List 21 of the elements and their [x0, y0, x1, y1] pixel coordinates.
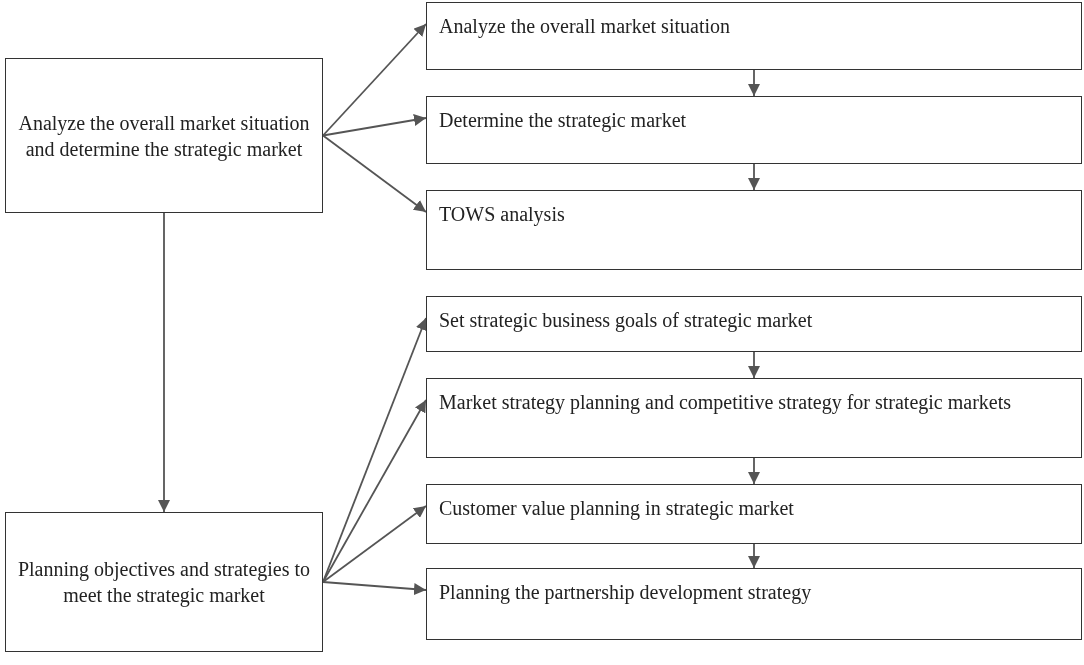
arrow	[748, 351, 760, 379]
step-box: Set strategic business goals of strategic market	[426, 296, 1082, 352]
arrow	[322, 399, 427, 583]
stage-box: Planning objectives and strategies to meet the strategic market	[5, 512, 323, 652]
arrow	[322, 505, 427, 583]
arrow	[158, 212, 170, 513]
arrow	[322, 134, 427, 213]
arrow	[322, 581, 427, 596]
arrow	[748, 163, 760, 191]
arrow	[748, 69, 760, 97]
step-box: Market strategy planning and competitive strategy for strategic markets	[426, 378, 1082, 458]
step-box: Planning the partnership development strategy	[426, 568, 1082, 640]
arrow	[322, 114, 427, 137]
arrow	[322, 23, 427, 137]
stage-box: Analyze the overall market situation and determine the strategic market	[5, 58, 323, 213]
arrow	[748, 457, 760, 485]
step-box: Customer value planning in strategic market	[426, 484, 1082, 544]
step-box: Analyze the overall market situation	[426, 2, 1082, 70]
arrow	[748, 543, 760, 569]
step-box: TOWS analysis	[426, 190, 1082, 270]
step-box: Determine the strategic market	[426, 96, 1082, 164]
